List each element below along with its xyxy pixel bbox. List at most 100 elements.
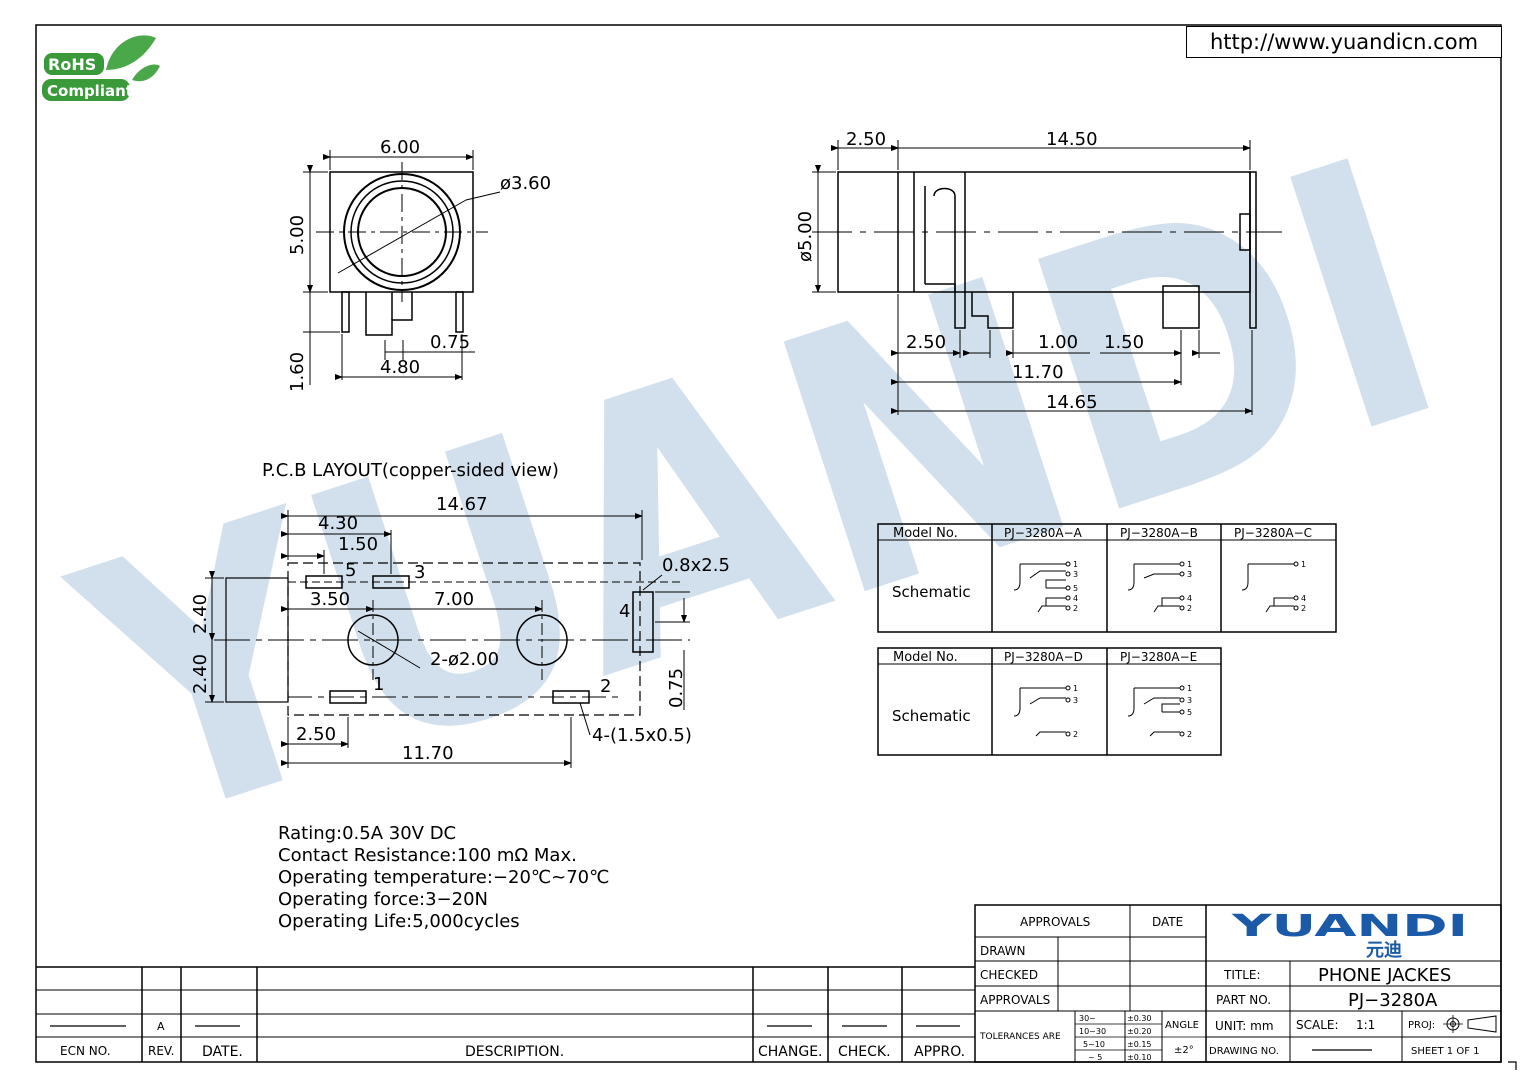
unit-label: UNIT: mm <box>1215 1019 1274 1033</box>
sheet-label: SHEET 1 OF 1 <box>1411 1046 1480 1057</box>
side-view <box>812 140 1282 415</box>
date-header: DATE <box>1152 915 1183 929</box>
svg-text:4: 4 <box>1187 594 1192 603</box>
front-pin-offset-dim: 0.75 <box>430 332 470 353</box>
rev-label: REV. <box>148 1044 174 1058</box>
table1-row-label: Schematic <box>892 583 971 601</box>
angle-value: ±2° <box>1174 1045 1194 1056</box>
scale-value: 1:1 <box>1356 1018 1375 1032</box>
svg-text:±0.20: ±0.20 <box>1127 1027 1152 1036</box>
approvals-header: APPROVALS <box>1020 915 1090 929</box>
table2-row-label: Schematic <box>892 707 971 725</box>
watermark: YUANDI <box>36 81 1483 907</box>
title-block <box>974 904 1502 1063</box>
side-diameter-dim: ø5.00 <box>795 211 816 262</box>
spec-temperature: Operating temperature:−20℃~70℃ <box>278 867 609 888</box>
pcb-150-dim: 1.50 <box>338 534 378 555</box>
drawn-label: DRAWN <box>980 944 1026 958</box>
pcb-layout <box>205 510 690 768</box>
brand-logo: YUANDI <box>1230 909 1468 944</box>
svg-text:2: 2 <box>1073 730 1078 739</box>
pcb-700-dim: 7.00 <box>434 589 474 610</box>
rohs-logo: RoHS Compliant <box>42 35 160 101</box>
date-label: DATE. <box>202 1044 243 1060</box>
tolerance-table: 30~ 10~30 5~10 ~ 5 ±0.30 ±0.20 ±0.15 ±0.… <box>1079 1014 1152 1062</box>
rev-value: A <box>157 1020 165 1033</box>
pcb-pads-dim: 4-(1.5x0.5) <box>592 725 692 746</box>
front-pin-height-dim: 1.60 <box>287 352 308 392</box>
svg-text:5~10: 5~10 <box>1083 1040 1105 1049</box>
front-height-dim: 5.00 <box>287 215 308 255</box>
spec-life: Operating Life:5,000cycles <box>278 911 520 932</box>
svg-text:±0.10: ±0.10 <box>1127 1053 1152 1062</box>
title-value: PHONE JACKES <box>1318 965 1451 986</box>
watermark-text: YUANDI <box>36 81 1483 907</box>
pcb-350-dim: 3.50 <box>310 589 350 610</box>
pcb-holes-dim: 2-ø2.00 <box>430 649 499 670</box>
table1-model-a: PJ−3280A−A <box>1004 526 1083 540</box>
pin-label-3: 3 <box>414 562 425 583</box>
checked-label: CHECKED <box>980 968 1038 982</box>
website-url: http://www.yuandicn.com <box>1186 26 1502 58</box>
table2-header-label: Model No. <box>893 650 958 665</box>
pcb-slot-dim: 0.8x2.5 <box>662 555 730 576</box>
svg-text:~ 5: ~ 5 <box>1088 1053 1102 1062</box>
table2-model-e: PJ−3280A−E <box>1120 650 1197 664</box>
ecn-label: ECN NO. <box>60 1044 111 1058</box>
pcb-430-dim: 4.30 <box>318 513 358 534</box>
description-label: DESCRIPTION. <box>465 1044 564 1060</box>
svg-text:3: 3 <box>1187 696 1192 705</box>
compliant-text: Compliant <box>47 82 133 100</box>
side-body-dim: 14.50 <box>1046 129 1098 150</box>
pin-label-1: 1 <box>373 674 384 695</box>
svg-text:2: 2 <box>1187 604 1192 613</box>
front-pin-span-dim: 4.80 <box>380 357 420 378</box>
svg-text:1: 1 <box>1073 684 1078 693</box>
svg-text:5: 5 <box>1073 584 1078 593</box>
revision-block <box>36 966 975 1062</box>
side-d2-dim: 1.00 <box>1038 332 1078 353</box>
models-table-2 <box>877 647 1222 756</box>
spec-rating: Rating:0.5A 30V DC <box>278 823 456 844</box>
svg-text:2: 2 <box>1301 604 1306 613</box>
tolerances-label: TOLERANCES ARE <box>979 1032 1061 1042</box>
side-d5-dim: 14.65 <box>1046 392 1098 413</box>
table1-model-c: PJ−3280A−C <box>1234 526 1312 540</box>
proj-label: PROJ: <box>1408 1020 1435 1031</box>
drawing-no-label: DRAWING NO. <box>1209 1046 1279 1057</box>
change-label: CHANGE. <box>758 1044 823 1060</box>
svg-text:10~30: 10~30 <box>1079 1027 1106 1036</box>
spec-force: Operating force:3−20N <box>278 889 488 910</box>
part-label: PART NO. <box>1216 993 1271 1007</box>
appro-label: APPRO. <box>914 1044 965 1060</box>
svg-text:5: 5 <box>1187 708 1192 717</box>
pin-label-5: 5 <box>345 560 356 581</box>
rohs-text: RoHS <box>48 55 96 74</box>
brand-logo-cn: 元迪 <box>1366 940 1402 961</box>
pcb-h1-dim: 2.40 <box>190 594 211 634</box>
svg-text:1: 1 <box>1301 560 1306 569</box>
approvals-label: APPROVALS <box>980 993 1050 1007</box>
check-label: CHECK. <box>838 1044 891 1060</box>
part-value: PJ−3280A <box>1348 990 1438 1011</box>
svg-text:3: 3 <box>1187 570 1192 579</box>
svg-text:4: 4 <box>1073 594 1078 603</box>
scale-label: SCALE: <box>1296 1018 1339 1032</box>
svg-text:1: 1 <box>1073 560 1078 569</box>
table1-header-label: Model No. <box>893 526 958 541</box>
table2-model-d: PJ−3280A−D <box>1004 650 1083 664</box>
pcb-075-dim: 0.75 <box>666 668 687 708</box>
front-width-dim: 6.00 <box>380 137 420 158</box>
svg-text:1: 1 <box>1187 684 1192 693</box>
title-label: TITLE: <box>1223 968 1261 982</box>
pcb-250-dim: 2.50 <box>296 724 336 745</box>
svg-text:1: 1 <box>1187 560 1192 569</box>
front-diameter-dim: ø3.60 <box>500 173 551 194</box>
pin-label-2: 2 <box>600 676 611 697</box>
pcb-1170-dim: 11.70 <box>402 743 454 764</box>
table1-model-b: PJ−3280A−B <box>1120 526 1198 540</box>
pin-label-4: 4 <box>619 601 630 622</box>
